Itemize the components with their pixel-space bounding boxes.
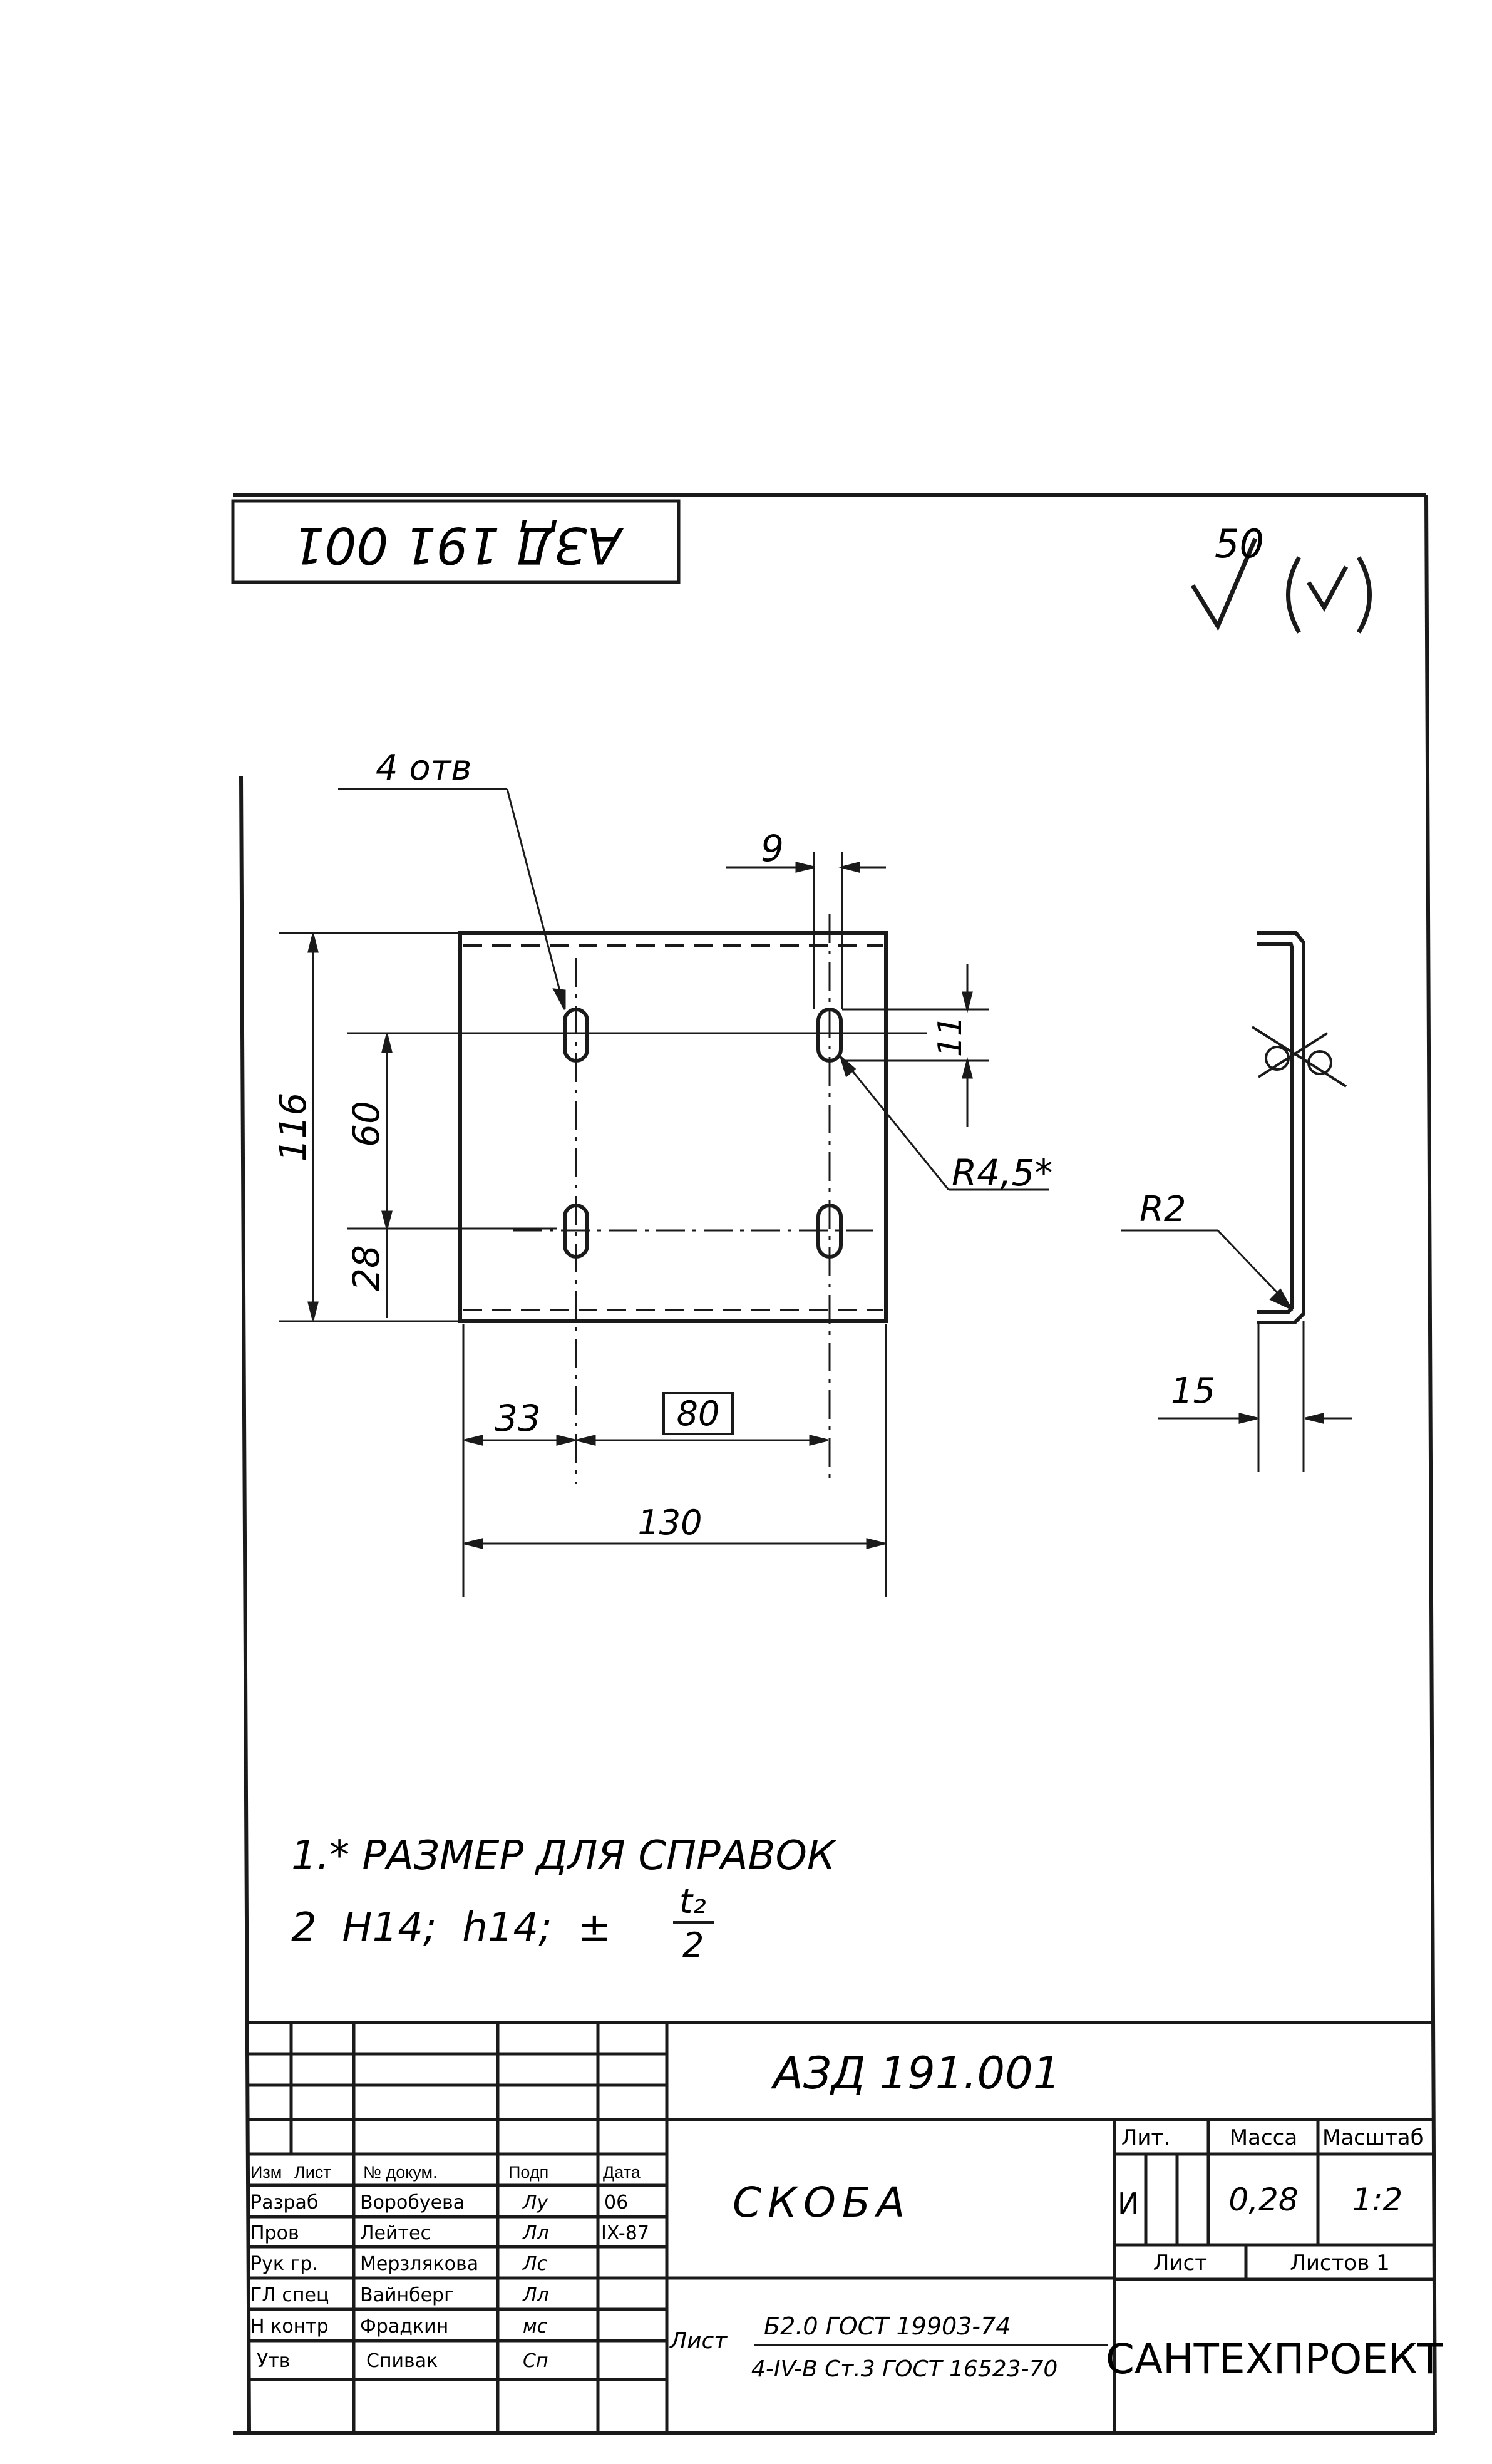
- signature-role: Утв: [257, 2350, 290, 2372]
- side-view-symbol: [1251, 1026, 1347, 1088]
- scale-header: Масштаб: [1322, 2125, 1424, 2150]
- dim-hole-offset-v: 28: [345, 1245, 388, 1291]
- rev-col-doc: № докум.: [363, 2163, 438, 2182]
- front-view-leaders: [338, 788, 1049, 1191]
- signature-name: Фрадкин: [360, 2316, 448, 2338]
- material-line-2: 4-IV-В Ст.3 ГОСТ 16523-70: [751, 2356, 1057, 2382]
- signature-date: 06: [604, 2192, 628, 2214]
- side-radius-callout: R2: [1140, 1189, 1186, 1230]
- signature-row-2: Рук гр. Мерзлякова Лс: [250, 2253, 548, 2275]
- rev-col-list: Лист: [294, 2163, 331, 2182]
- front-view-centerlines: [513, 914, 873, 1484]
- corner-code-box: АЗД 191 001: [231, 499, 681, 584]
- title-block-grid: [247, 2021, 1435, 2433]
- signature-mark: Лс: [522, 2253, 548, 2275]
- signature-role: Пров: [250, 2222, 299, 2244]
- side-dim-flange: 15: [1171, 1371, 1215, 1411]
- material-line-1: Б2.0 ГОСТ 19903-74: [764, 2312, 1011, 2340]
- mass-value: 0,28: [1228, 2182, 1298, 2218]
- signature-name: Воробуева: [360, 2192, 465, 2214]
- sheet-label: Лист: [1153, 2250, 1207, 2276]
- corner-code: АЗД 191 001: [293, 516, 625, 574]
- signature-mark: Лу: [522, 2192, 549, 2214]
- dim-overall-width: 130: [637, 1503, 702, 1542]
- sheets-label: Листов 1: [1290, 2250, 1389, 2276]
- signature-name: Спивак: [366, 2350, 438, 2372]
- signature-name: Вайнберг: [360, 2284, 454, 2306]
- signature-role: Разраб: [250, 2192, 318, 2214]
- organization: САНТЕХПРОЕКТ: [1106, 2335, 1443, 2383]
- side-view-leaders: [1121, 1229, 1324, 1424]
- rev-col-sign: Подп: [508, 2163, 548, 2182]
- dim-hole-offset-h: 33: [495, 1397, 541, 1440]
- note-1: 1.* РАЗМЕР ДЛЯ СПРАВОК: [291, 1833, 837, 1879]
- note-2: 2 H14; h14; ±: [291, 1905, 611, 1951]
- signature-role: ГЛ спец: [250, 2284, 329, 2306]
- sheet-frame: [233, 493, 1437, 2435]
- signature-mark: Лл: [522, 2222, 549, 2244]
- front-view-bend-lines: [463, 944, 883, 1311]
- signature-mark: Сп: [523, 2350, 548, 2372]
- part-title: СКОБА: [733, 2178, 911, 2227]
- note-2-fraction-num: t₂: [679, 1882, 706, 1921]
- scale-value: 1:2: [1352, 2182, 1402, 2218]
- signature-mark: мс: [523, 2316, 548, 2338]
- signature-row-0: Разраб Воробуева Лу 06: [250, 2192, 628, 2214]
- signature-row-3: ГЛ спец Вайнберг Лл: [250, 2284, 549, 2306]
- front-view-dimension-lines: [307, 862, 973, 1549]
- front-view-extension-lines: [279, 852, 989, 1597]
- holes-callout: 4 отв: [376, 748, 471, 788]
- radius-callout: R4,5*: [952, 1152, 1053, 1194]
- lit-value: И: [1118, 2187, 1139, 2220]
- signature-role: Н контр: [250, 2316, 329, 2338]
- side-view-profile: [1257, 931, 1305, 1324]
- signature-row-1: Пров Лейтес Лл IX-87: [250, 2222, 649, 2244]
- roughness-symbol: [1191, 537, 1372, 634]
- mass-header: Масса: [1230, 2125, 1297, 2150]
- signature-row-4: Н контр Фрадкин мс: [250, 2316, 548, 2338]
- front-view-part-outline: [458, 931, 888, 1323]
- signature-name: Лейтес: [360, 2222, 431, 2244]
- rev-col-izm: Изм: [250, 2163, 282, 2182]
- lit-header: Лит.: [1121, 2125, 1170, 2150]
- signature-name: Мерзлякова: [360, 2253, 478, 2275]
- dim-slot-length: 11: [932, 1016, 969, 1057]
- dim-overall-height: 116: [272, 1093, 314, 1162]
- dim-hole-spacing-v: 60: [345, 1101, 388, 1147]
- slot-holes: [563, 1008, 843, 1259]
- rev-col-date: Дата: [603, 2163, 641, 2182]
- dim-spacing-top: 9: [761, 827, 784, 870]
- note-2-fraction-den: 2: [682, 1925, 704, 1965]
- signature-role: Рук гр.: [250, 2253, 318, 2275]
- signature-mark: Лл: [522, 2284, 549, 2306]
- signature-date: IX-87: [601, 2222, 649, 2244]
- doc-number: АЗД 191.001: [771, 2048, 1061, 2099]
- basic-dimension-frame: [662, 1392, 734, 1435]
- material-prefix: Лист: [669, 2328, 728, 2354]
- signature-row-5: Утв Спивак Сп: [257, 2350, 548, 2372]
- revision-header-row: Изм Лист № докум. Подп Дата: [250, 2163, 641, 2182]
- roughness-value: 50: [1215, 521, 1264, 567]
- dim-hole-spacing-h: 80: [677, 1394, 720, 1433]
